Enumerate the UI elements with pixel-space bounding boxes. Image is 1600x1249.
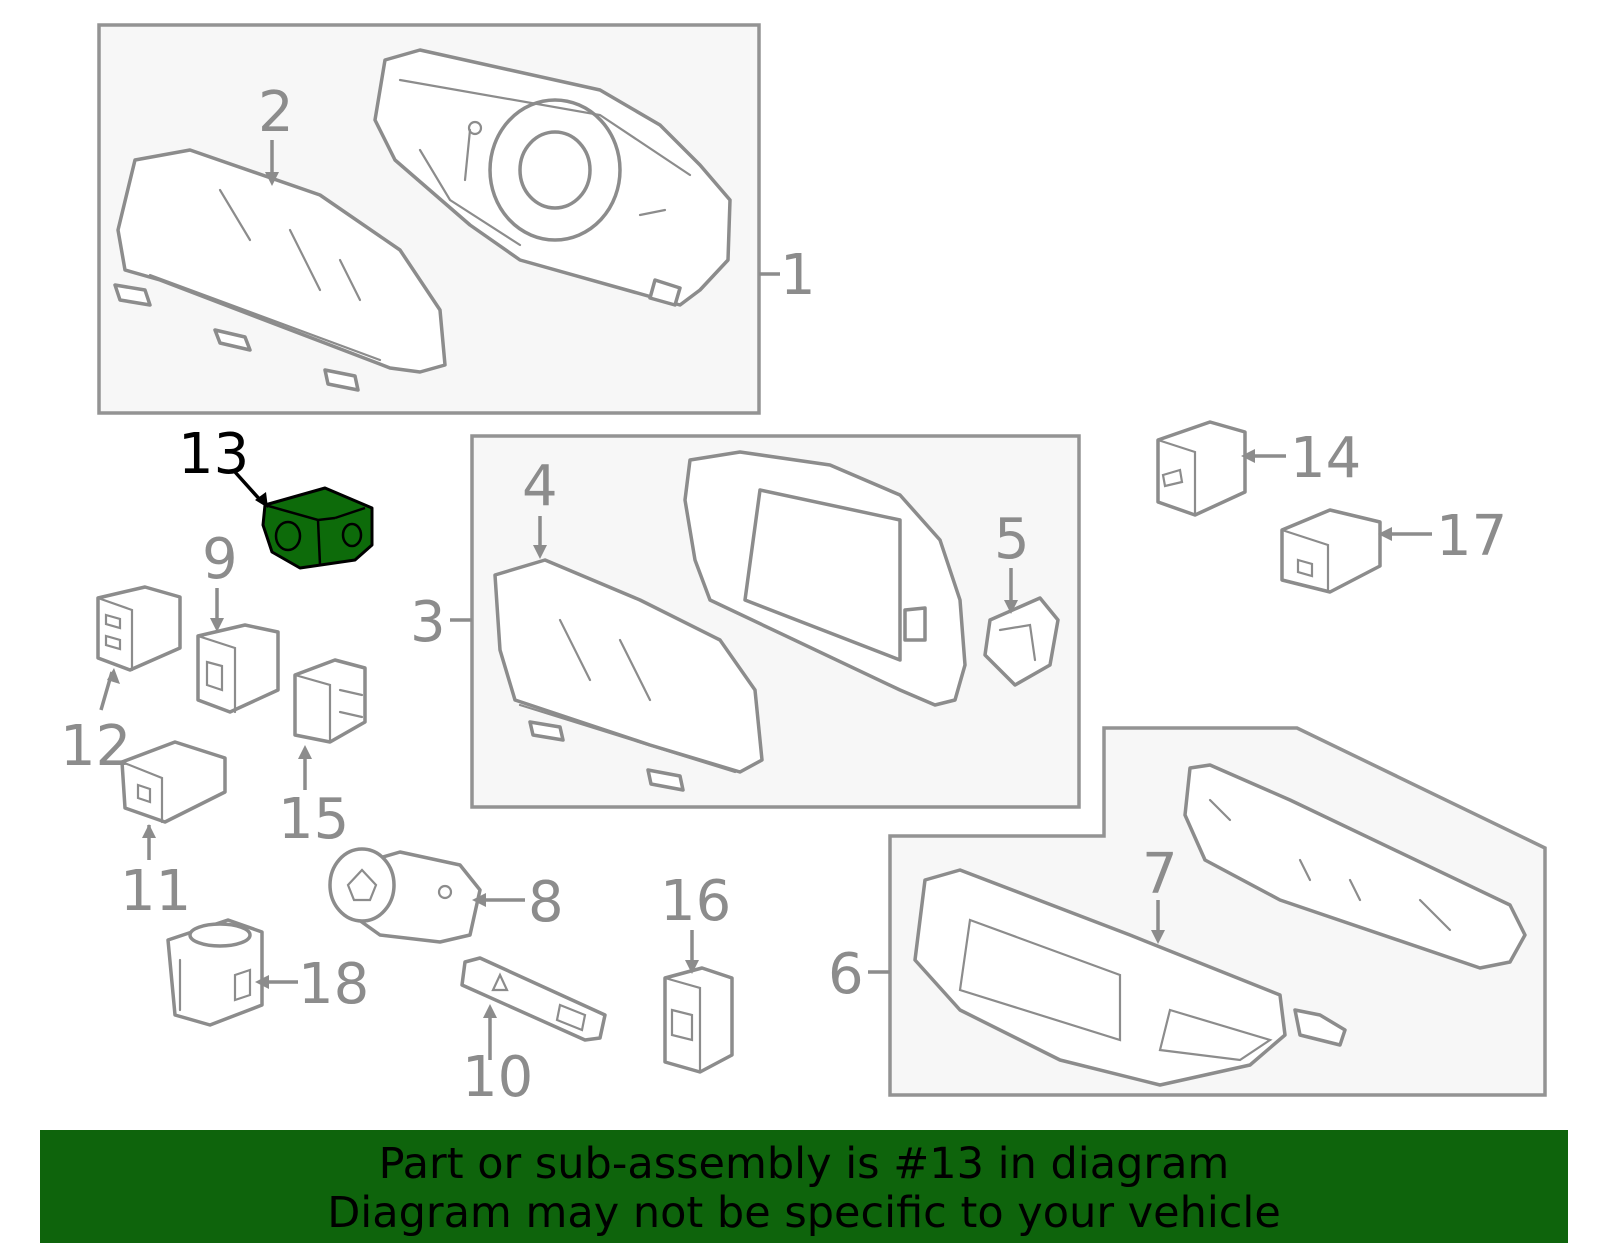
callout-4: 4 xyxy=(522,454,558,519)
info-banner: Part or sub-assembly is #13 in diagram D… xyxy=(40,1130,1568,1243)
arrowhead-17 xyxy=(1378,527,1392,541)
callout-2: 2 xyxy=(258,80,294,145)
arrowhead-16 xyxy=(685,960,699,974)
part-16-switch xyxy=(663,966,734,1074)
part-4-cluster-lens xyxy=(493,558,764,792)
callout-1: 1 xyxy=(780,243,816,308)
callout-18: 18 xyxy=(298,952,369,1017)
arrowhead-10 xyxy=(483,1004,497,1018)
part-2-meter-lens xyxy=(113,148,447,392)
part-1-meter-housing xyxy=(373,48,732,307)
arrowhead-4 xyxy=(533,545,547,559)
part-11-switch xyxy=(120,740,227,824)
banner-line-1: Part or sub-assembly is #13 in diagram xyxy=(378,1139,1230,1189)
callout-14: 14 xyxy=(1290,426,1361,491)
callout-9: 9 xyxy=(202,527,238,592)
arrowhead-13 xyxy=(255,492,268,508)
arrowhead-15 xyxy=(298,745,312,759)
arrowhead-18 xyxy=(255,975,269,989)
part-10-hazard-strip xyxy=(460,956,607,1042)
part-3-cluster-housing xyxy=(683,450,967,707)
arrowhead-7 xyxy=(1151,930,1165,944)
banner-line-2: Diagram may not be specific to your vehi… xyxy=(327,1188,1281,1238)
part-13-highlighted-switch xyxy=(261,486,374,570)
callout-11: 11 xyxy=(120,859,191,924)
arrowhead-14 xyxy=(1241,449,1255,463)
callout-15: 15 xyxy=(278,787,349,852)
arrowhead-12 xyxy=(107,668,120,684)
part-18-socket xyxy=(166,918,264,1027)
part-5-bracket xyxy=(983,596,1060,687)
callout-13: 13 xyxy=(178,422,249,487)
callout-17: 17 xyxy=(1436,504,1507,569)
part-12-switch xyxy=(96,585,182,672)
callout-3: 3 xyxy=(410,590,446,655)
part-9-switch xyxy=(196,623,280,714)
leader-13 xyxy=(233,470,264,504)
part-15-switch xyxy=(293,658,367,744)
callout-5: 5 xyxy=(994,507,1030,572)
part-17-switch xyxy=(1280,508,1382,594)
arrowhead-8 xyxy=(472,893,486,907)
arrowhead-5 xyxy=(1004,600,1018,614)
part-8-dial-switch xyxy=(328,847,482,944)
callout-10: 10 xyxy=(462,1045,533,1110)
part-6-control-panel xyxy=(913,868,1347,1087)
callout-7: 7 xyxy=(1142,842,1178,907)
callout-16: 16 xyxy=(660,869,731,934)
callout-8: 8 xyxy=(528,870,564,935)
part-7-switch-panel xyxy=(1183,763,1527,970)
arrowhead-11 xyxy=(142,824,156,838)
callout-12: 12 xyxy=(60,714,131,779)
callout-6: 6 xyxy=(828,942,864,1007)
arrowhead-2 xyxy=(265,172,279,186)
part-14-switch xyxy=(1156,420,1247,517)
arrowhead-9 xyxy=(210,618,224,632)
